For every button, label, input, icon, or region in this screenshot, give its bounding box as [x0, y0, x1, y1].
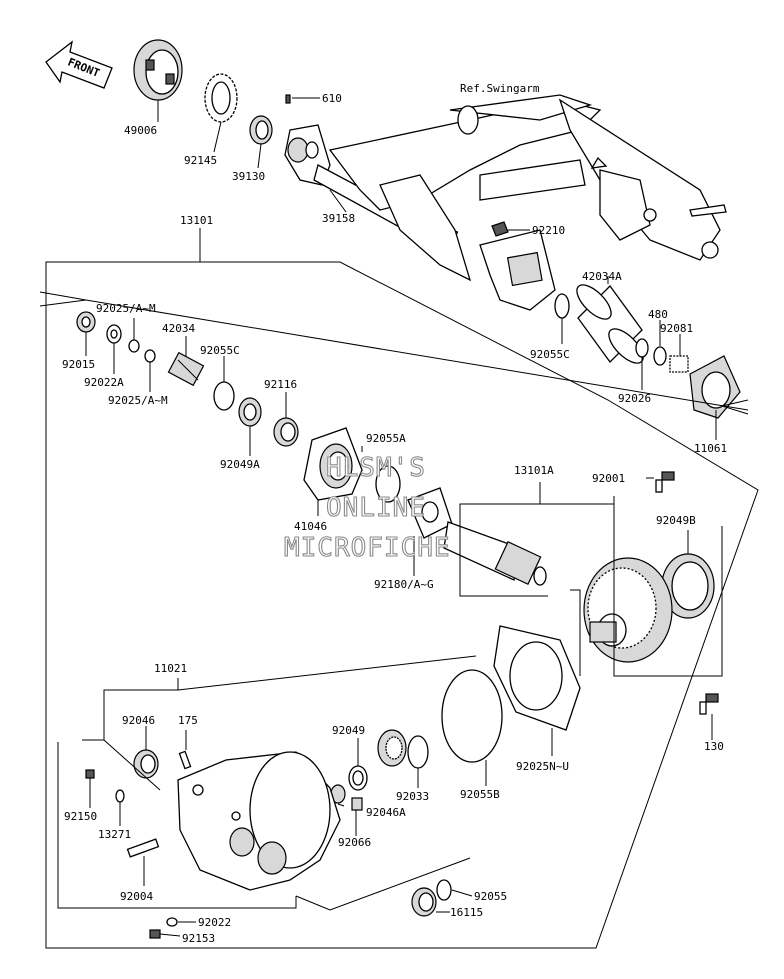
- label-92049b[interactable]: 92049B: [656, 514, 696, 527]
- part-610-icon[interactable]: [285, 94, 291, 104]
- part-92153-icon[interactable]: [149, 929, 161, 939]
- label-92022[interactable]: 92022: [198, 916, 231, 929]
- part-92145-icon[interactable]: [204, 73, 238, 123]
- label-92055[interactable]: 92055: [474, 890, 507, 903]
- reference-label: Ref.Swingarm: [460, 82, 540, 95]
- part-92210-icon[interactable]: [491, 221, 509, 237]
- part-49006-icon[interactable]: [133, 39, 183, 101]
- label-42034a[interactable]: 42034A: [582, 270, 622, 283]
- label-92025-a-m-bottom[interactable]: 92025/A~M: [108, 394, 168, 407]
- swingarm-icon: [328, 94, 727, 311]
- part-480-icon[interactable]: [653, 346, 667, 366]
- label-92210[interactable]: 92210: [532, 224, 565, 237]
- label-130[interactable]: 130: [704, 740, 724, 753]
- label-92026[interactable]: 92026: [618, 392, 651, 405]
- part-16115-plug-icon[interactable]: [411, 887, 437, 917]
- part-92055-oring-icon[interactable]: [436, 879, 452, 901]
- part-92116-icon[interactable]: [273, 417, 299, 447]
- label-92022a[interactable]: 92022A: [84, 376, 124, 389]
- label-92025n-u[interactable]: 92025N~U: [516, 760, 569, 773]
- part-92015-icon[interactable]: [76, 311, 96, 333]
- ring-gear-icon[interactable]: [583, 557, 673, 663]
- part-92081-icon[interactable]: [669, 355, 689, 373]
- label-13101[interactable]: 13101: [180, 214, 213, 227]
- part-130-bolt-icon[interactable]: [699, 693, 719, 715]
- part-92001-bolt-icon[interactable]: [655, 471, 675, 493]
- label-92015[interactable]: 92015: [62, 358, 95, 371]
- label-92116[interactable]: 92116: [264, 378, 297, 391]
- label-92046[interactable]: 92046: [122, 714, 155, 727]
- part-11061-cover-icon[interactable]: [689, 355, 741, 419]
- part-92180-shim-icon[interactable]: [407, 487, 453, 539]
- front-arrow-icon: FRONT: [45, 40, 113, 89]
- part-92022-icon[interactable]: [166, 917, 178, 927]
- label-92033[interactable]: 92033: [396, 790, 429, 803]
- label-92049[interactable]: 92049: [332, 724, 365, 737]
- label-92055b[interactable]: 92055B: [460, 788, 500, 801]
- part-labels: Ref.Swingarm 49006 92145 39130 610 39158…: [62, 82, 727, 945]
- part-42034-gear-icon[interactable]: [167, 351, 205, 387]
- part-92046-icon[interactable]: [133, 749, 159, 779]
- part-11021-case-icon[interactable]: [177, 751, 341, 891]
- part-bearing-icon[interactable]: [377, 729, 407, 767]
- label-92001[interactable]: 92001: [592, 472, 625, 485]
- label-13271[interactable]: 13271: [98, 828, 131, 841]
- label-49006[interactable]: 49006: [124, 124, 157, 137]
- label-16115[interactable]: 16115: [450, 906, 483, 919]
- part-92066-icon[interactable]: [351, 797, 363, 811]
- part-92055b-oring-icon[interactable]: [441, 669, 503, 763]
- part-92026-icon[interactable]: [635, 338, 649, 358]
- label-92150[interactable]: 92150: [64, 810, 97, 823]
- label-610[interactable]: 610: [322, 92, 342, 105]
- part-13271-icon[interactable]: [115, 789, 125, 803]
- part-92049b-icon[interactable]: [661, 553, 715, 619]
- label-11061[interactable]: 11061: [694, 442, 727, 455]
- label-92055a[interactable]: 92055A: [366, 432, 406, 445]
- label-92055c-right[interactable]: 92055C: [530, 348, 570, 361]
- part-92055a-icon[interactable]: [375, 465, 401, 503]
- part-41046-housing-icon[interactable]: [303, 427, 363, 501]
- label-13101a[interactable]: 13101A: [514, 464, 554, 477]
- part-92150-icon[interactable]: [85, 769, 95, 779]
- part-175-pin-icon[interactable]: [178, 750, 192, 770]
- label-42034[interactable]: 42034: [162, 322, 195, 335]
- label-92153[interactable]: 92153: [182, 932, 215, 945]
- part-39130-icon[interactable]: [249, 115, 273, 145]
- part-92025nu-shim-icon[interactable]: [493, 625, 581, 731]
- part-92049a-icon[interactable]: [238, 397, 262, 427]
- leader-lines: [85, 97, 717, 937]
- label-480[interactable]: 480: [648, 308, 668, 321]
- label-92046a[interactable]: 92046A: [366, 806, 406, 819]
- label-92049a[interactable]: 92049A: [220, 458, 260, 471]
- part-92055c-right-icon[interactable]: [554, 293, 570, 319]
- label-92004[interactable]: 92004: [120, 890, 153, 903]
- part-92055c-left-icon[interactable]: [213, 381, 235, 411]
- part-42034a-icon[interactable]: [571, 279, 648, 368]
- part-92025-b-icon[interactable]: [144, 349, 156, 363]
- label-39130[interactable]: 39130: [232, 170, 265, 183]
- label-92055c-left[interactable]: 92055C: [200, 344, 240, 357]
- watermark-line-2: ONLINE: [326, 493, 426, 523]
- label-92066[interactable]: 92066: [338, 836, 371, 849]
- part-92033-icon[interactable]: [407, 735, 429, 769]
- label-39158[interactable]: 39158: [322, 212, 355, 225]
- watermark-line-1: HLSM'S: [326, 453, 426, 483]
- label-175[interactable]: 175: [178, 714, 198, 727]
- part-92022a-icon[interactable]: [106, 324, 122, 344]
- label-92025-a-m-top[interactable]: 92025/A~M: [96, 302, 156, 315]
- label-11021[interactable]: 11021: [154, 662, 187, 675]
- watermark: HLSM'S ONLINE MICROFICHE: [283, 452, 451, 563]
- watermark-line-3: MICROFICHE: [284, 533, 451, 563]
- label-92180-a-g[interactable]: 92180/A~G: [374, 578, 434, 591]
- label-41046[interactable]: 41046: [294, 520, 327, 533]
- part-92025-a-icon[interactable]: [128, 339, 140, 353]
- part-13101a-pinion-icon[interactable]: [443, 521, 547, 586]
- part-92004-stud-icon[interactable]: [126, 838, 160, 858]
- label-92081[interactable]: 92081: [660, 322, 693, 335]
- part-92049-icon[interactable]: [348, 765, 368, 791]
- label-92145[interactable]: 92145: [184, 154, 217, 167]
- bracket-lines: [39, 228, 759, 949]
